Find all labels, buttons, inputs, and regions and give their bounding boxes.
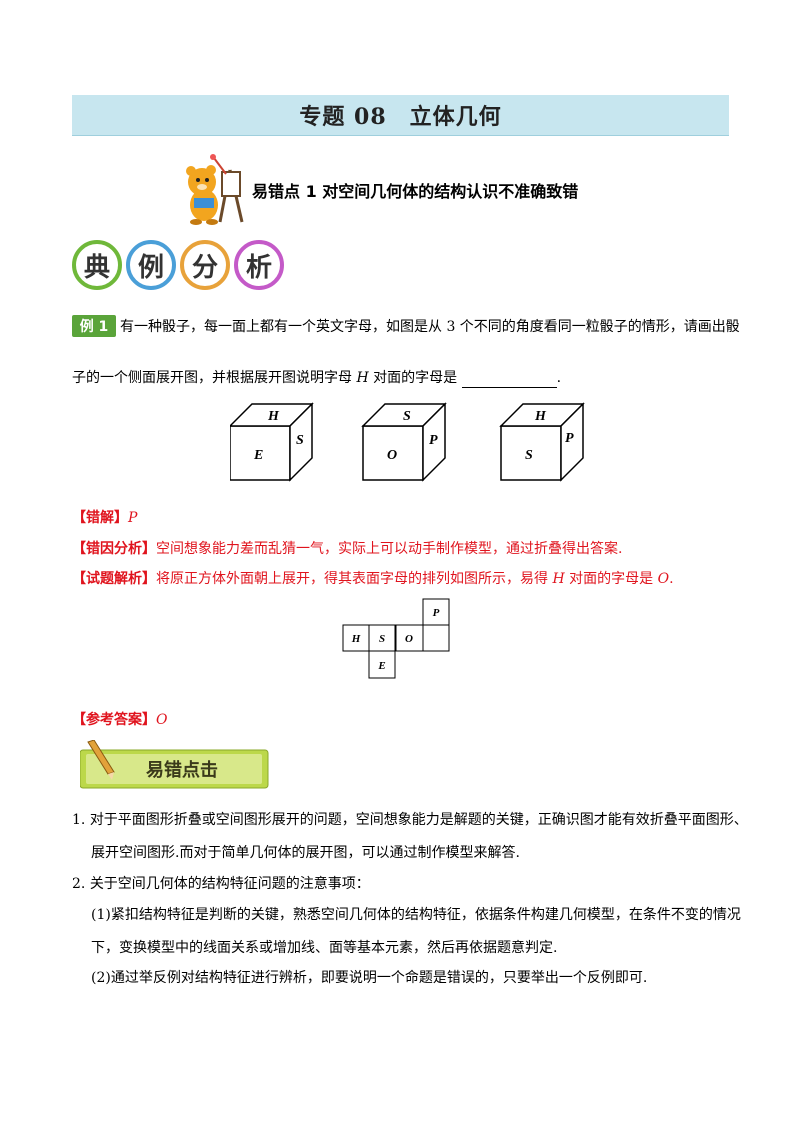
answer-blank (461, 373, 557, 388)
solution-var-h: H (552, 571, 565, 587)
subpoint-1-line-1: (1)紧扣结构特征是判断的关键，熟悉空间几何体的结构特征，依据条件构建几何模型，… (91, 907, 741, 923)
var-h: H (356, 370, 369, 386)
reference-answer: 【参考答案】O (72, 710, 167, 730)
example-line-2-pre: 子的一个侧面展开图，并根据展开图说明字母 (72, 370, 357, 386)
example-line-2-end: . (556, 370, 562, 386)
cause-label: 【错因分析】 (72, 541, 156, 557)
solution-answer-var: O (657, 571, 670, 587)
solution-text-mid: 对面的字母是 (564, 571, 658, 587)
cause-analysis: 【错因分析】空间想象能力差而乱猜一气，实际上可以动手制作模型，通过折叠得出答案. (72, 539, 742, 559)
wrong-solution-value: P (128, 510, 138, 526)
net-cell-o: O (405, 633, 413, 645)
tips-banner: 易错点击 (80, 740, 269, 789)
mistake-title: 易错点 1 对空间几何体的结构认识不准确致错 (252, 182, 579, 201)
banner-char-1: 典 (72, 240, 122, 290)
cause-text: 空间想象能力差而乱猜一气，实际上可以动手制作模型，通过折叠得出答案. (156, 541, 623, 557)
cube-3-front: S (525, 448, 533, 463)
net-cell-h: H (351, 633, 361, 645)
point-2-num: 2. (72, 876, 86, 892)
cube-2-top: S (403, 409, 411, 424)
cube-1-side: S (296, 433, 304, 448)
example-line-2-post: 对面的字母是 (368, 370, 462, 386)
cube-3-top: H (534, 409, 547, 424)
point-1-line-1: 对于平面图形折叠或空间图形展开的问题，空间想象能力是解题的关键，正确识图才能有效… (89, 812, 748, 828)
cube-1: H E S (230, 402, 314, 482)
wrong-solution-label: 【错解】 (72, 510, 128, 526)
cube-1-front: E (253, 448, 263, 463)
reference-label: 【参考答案】 (72, 712, 156, 728)
net-cell-p: P (433, 607, 440, 619)
cube-3: H S P (499, 402, 585, 482)
bear-painter-icon (186, 154, 244, 225)
cube-2: S O P (361, 402, 447, 482)
mistake-heading: 易错点 1 对空间几何体的结构认识不准确致错 (180, 150, 680, 230)
subpoint-1-line-2: 下，变换模型中的线面关系或增加线、面等基本元素，然后再依据题意判定. (91, 940, 558, 956)
example-line-2: 子的一个侧面展开图，并根据展开图说明字母 H 对面的字母是 . (72, 368, 732, 388)
pencil-icon (87, 740, 115, 780)
solution-label: 【试题解析】 (72, 571, 156, 587)
analysis-banner: 典 例 分 析 (72, 240, 284, 290)
topic-header: 专题 08 立体几何 (72, 95, 729, 136)
point-2: 2. 关于空间几何体的结构特征问题的注意事项： (72, 874, 752, 894)
cube-views: H E S S O P H S P (230, 402, 585, 482)
cube-3-side: P (565, 431, 574, 446)
solution-text-pre: 将原正方体外面朝上展开，得其表面字母的排列如图所示，易得 (156, 571, 553, 587)
point-1: 1. 对于平面图形折叠或空间图形展开的问题，空间想象能力是解题的关键，正确识图才… (72, 810, 752, 830)
solution: 【试题解析】将原正方体外面朝上展开，得其表面字母的排列如图所示，易得 H 对面的… (72, 569, 742, 589)
wrong-solution: 【错解】P (72, 508, 137, 528)
banner-char-3: 分 (180, 240, 230, 290)
solution-text-end: . (669, 571, 674, 587)
point-2-line-1: 关于空间几何体的结构特征问题的注意事项： (89, 876, 370, 892)
point-1-num: 1. (72, 812, 86, 828)
banner-char-2: 例 (126, 240, 176, 290)
cube-2-side: P (429, 433, 438, 448)
cube-net-diagram: P H S O E (342, 598, 450, 679)
cube-1-top: H (267, 409, 280, 424)
topic-title: 专题 08 立体几何 (299, 104, 502, 130)
banner-char-4: 析 (234, 240, 284, 290)
reference-value: O (156, 712, 168, 728)
point-1-line-2: 展开空间图形.而对于简单几何体的展开图，可以通过制作模型来解答. (91, 845, 520, 861)
example-badge: 例 1 (72, 315, 116, 337)
example-line-1: 有一种骰子，每一面上都有一个英文字母，如图是从 3 个不同的角度看同一粒骰子的情… (120, 319, 740, 335)
cube-2-front: O (387, 448, 397, 463)
net-cell-s: S (379, 633, 385, 645)
tips-title: 易错点击 (146, 759, 218, 781)
net-cell-e: E (377, 660, 385, 672)
subpoint-2-line-1: (2)通过举反例对结构特征进行辨析，即要说明一个命题是错误的，只要举出一个反例即… (91, 970, 648, 986)
